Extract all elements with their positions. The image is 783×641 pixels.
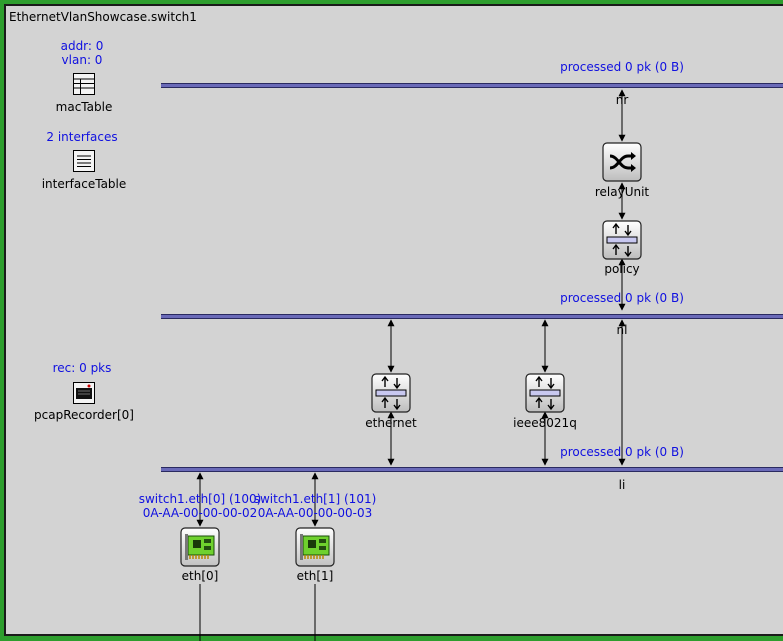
- interfacetable-label: interfaceTable: [41, 177, 127, 191]
- interfacetable-status: 2 interfaces: [46, 130, 118, 144]
- layer-icon[interactable]: [602, 220, 642, 260]
- li-label: li: [618, 478, 626, 492]
- eth1-label: eth[1]: [296, 569, 334, 583]
- table-icon[interactable]: [72, 72, 96, 96]
- canvas-title: EthernetVlanShowcase.switch1: [9, 10, 197, 24]
- pcaprecorder-status: rec: 0 pks: [52, 361, 112, 375]
- mactable-vlan-status: vlan: 0: [61, 53, 103, 67]
- policy-label: policy: [604, 262, 640, 276]
- li-bus[interactable]: [161, 467, 783, 472]
- layer-icon[interactable]: [371, 373, 411, 413]
- li-status: processed 0 pk (0 B): [560, 445, 684, 459]
- relayunit-label: relayUnit: [594, 185, 650, 199]
- ethernet-label: ethernet: [365, 416, 417, 430]
- nr-bus[interactable]: [161, 83, 783, 88]
- switch-icon[interactable]: [602, 142, 642, 182]
- ieee8021q-label: ieee8021q: [513, 416, 577, 430]
- recorder-icon[interactable]: [72, 381, 96, 405]
- layer-icon[interactable]: [525, 373, 565, 413]
- eth1-mac: 0A-AA-00-00-00-03: [257, 506, 373, 520]
- eth1-status: switch1.eth[1] (101): [253, 492, 377, 506]
- eth0-label: eth[0]: [181, 569, 219, 583]
- pcaprecorder-label: pcapRecorder[0]: [34, 408, 134, 422]
- nl-label: nl: [616, 323, 628, 337]
- mactable-addr-status: addr: 0: [60, 39, 104, 53]
- list-icon[interactable]: [72, 149, 96, 173]
- nl-bus[interactable]: [161, 314, 783, 319]
- network-canvas: [4, 4, 783, 636]
- nic-icon[interactable]: [295, 527, 335, 567]
- eth0-status: switch1.eth[0] (100): [138, 492, 262, 506]
- nr-status: processed 0 pk (0 B): [560, 60, 684, 74]
- mactable-label: macTable: [55, 100, 113, 114]
- nic-icon[interactable]: [180, 527, 220, 567]
- eth0-mac: 0A-AA-00-00-00-02: [142, 506, 258, 520]
- nl-status: processed 0 pk (0 B): [560, 291, 684, 305]
- nr-label: nr: [615, 93, 629, 107]
